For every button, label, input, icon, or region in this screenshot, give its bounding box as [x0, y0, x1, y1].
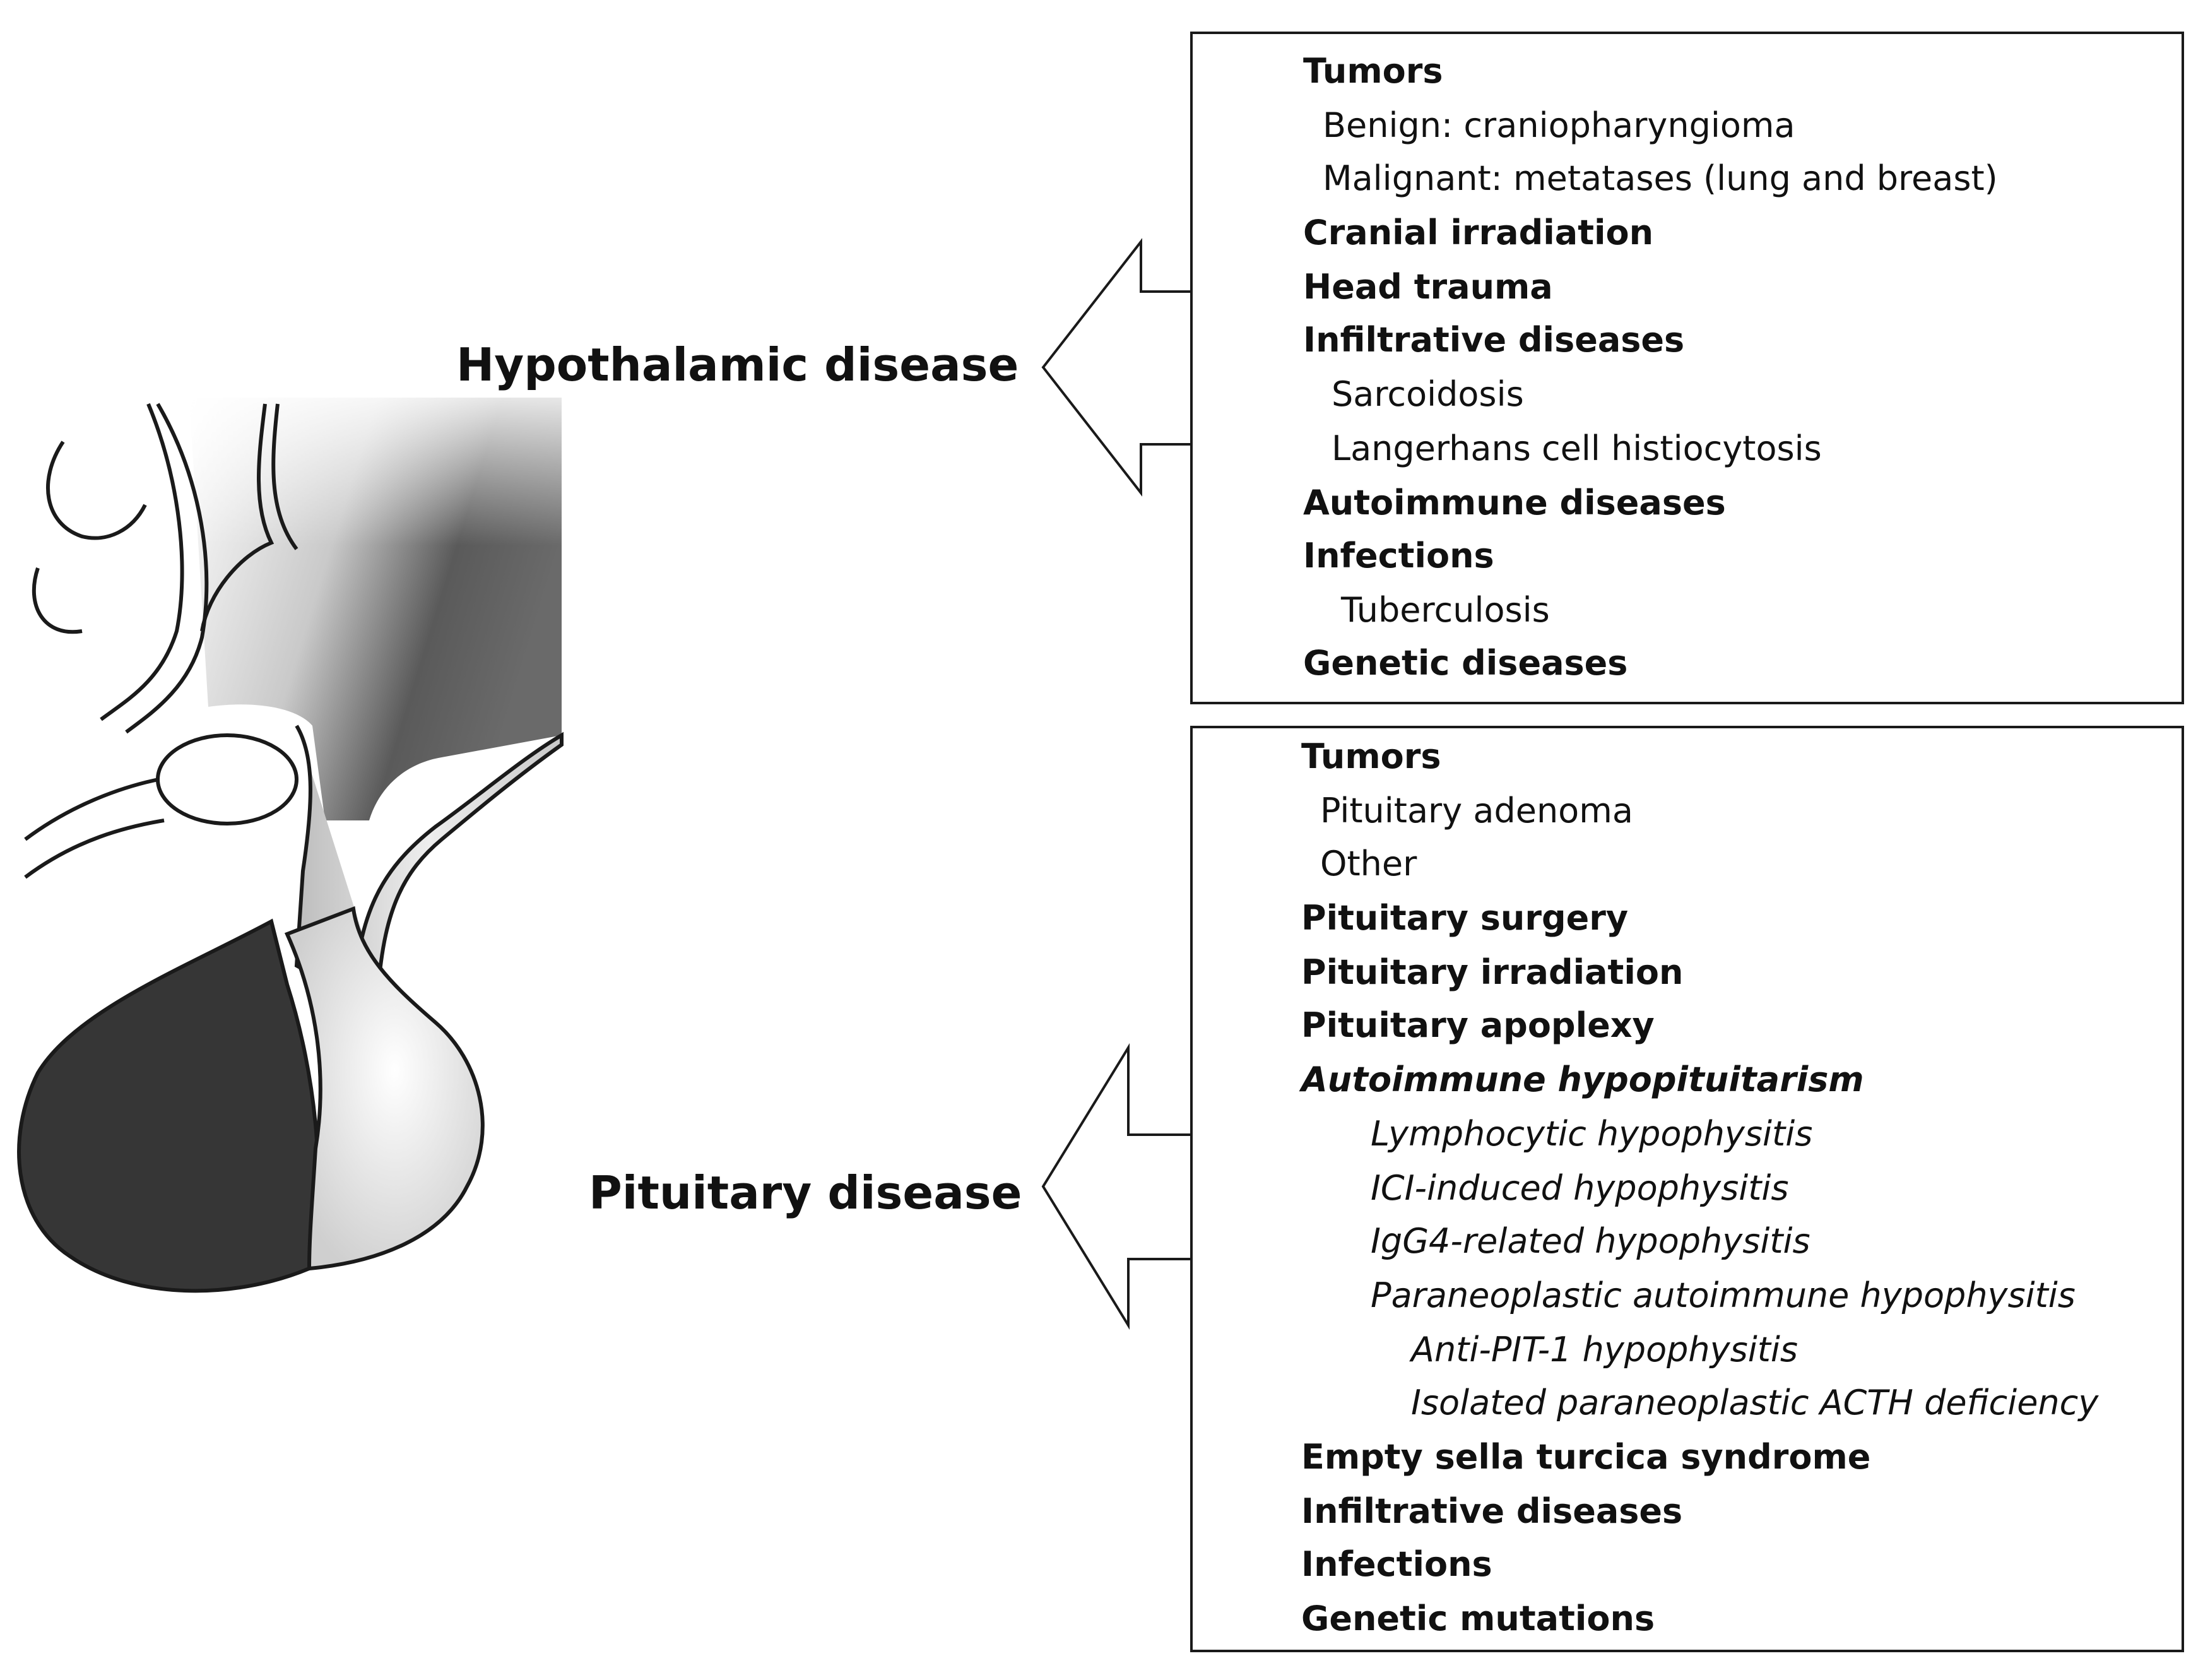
list-item: Isolated paraneoplastic ACTH deficiency: [1411, 1383, 2099, 1423]
pituitary-stalk: [294, 725, 564, 1000]
list-item: Pituitary surgery: [1301, 898, 1629, 938]
hypothalamic-arrow: [1041, 238, 1191, 497]
pituitary-arrow: [1041, 1043, 1191, 1330]
list-item: Empty sella turcica syndrome: [1301, 1437, 1871, 1477]
list-item: Tumors: [1301, 736, 1441, 776]
list-item: Infections: [1303, 536, 1494, 576]
list-item: Tumors: [1303, 51, 1443, 91]
list-item: Infections: [1301, 1544, 1492, 1584]
list-item: Head trauma: [1303, 267, 1553, 307]
hypothalamic-causes-box: [1190, 32, 2184, 704]
anterior-lobe: [284, 906, 485, 1271]
list-item: Pituitary adenoma: [1320, 791, 1633, 831]
list-item: Genetic diseases: [1303, 643, 1628, 683]
list-item: Infiltrative diseases: [1303, 320, 1685, 360]
pituitary-causes-box: [1190, 726, 2184, 1652]
list-item: Other: [1320, 844, 1417, 884]
pituitary-hypothalamus-drawing: [17, 398, 564, 1293]
list-item: Paraneoplastic autoimmune hypophysitis: [1371, 1275, 2076, 1315]
list-item: Infiltrative diseases: [1301, 1491, 1683, 1531]
optic-chiasm: [156, 733, 298, 825]
brain-folds: [24, 403, 298, 879]
posterior-lobe: [17, 918, 321, 1293]
pituitary-disease-label: Pituitary disease: [589, 1166, 1022, 1219]
list-item: Tuberculosis: [1341, 590, 1550, 630]
list-item: Benign: craniopharyngioma: [1323, 105, 1795, 145]
list-item: Cranial irradiation: [1303, 213, 1654, 252]
list-item: Pituitary irradiation: [1301, 952, 1684, 992]
list-item: Pituitary apoplexy: [1301, 1005, 1655, 1045]
hypothalamic-disease-label: Hypothalamic disease: [456, 338, 1019, 391]
list-item: Langerhans cell histiocytosis: [1332, 429, 1822, 468]
list-item: Autoimmune diseases: [1303, 483, 1726, 523]
list-item: Malignant: metatases (lung and breast): [1323, 158, 1998, 198]
list-item: Anti-PIT-1 hypophysitis: [1411, 1330, 1798, 1369]
list-item: Lymphocytic hypophysitis: [1371, 1114, 1813, 1154]
list-item: Genetic mutations: [1301, 1599, 1655, 1638]
list-item: Autoimmune hypopituitarism: [1301, 1060, 1864, 1099]
list-item: IgG4-related hypophysitis: [1371, 1221, 1810, 1261]
list-item: Sarcoidosis: [1332, 374, 1524, 414]
list-item: ICI-induced hypophysitis: [1371, 1168, 1789, 1208]
